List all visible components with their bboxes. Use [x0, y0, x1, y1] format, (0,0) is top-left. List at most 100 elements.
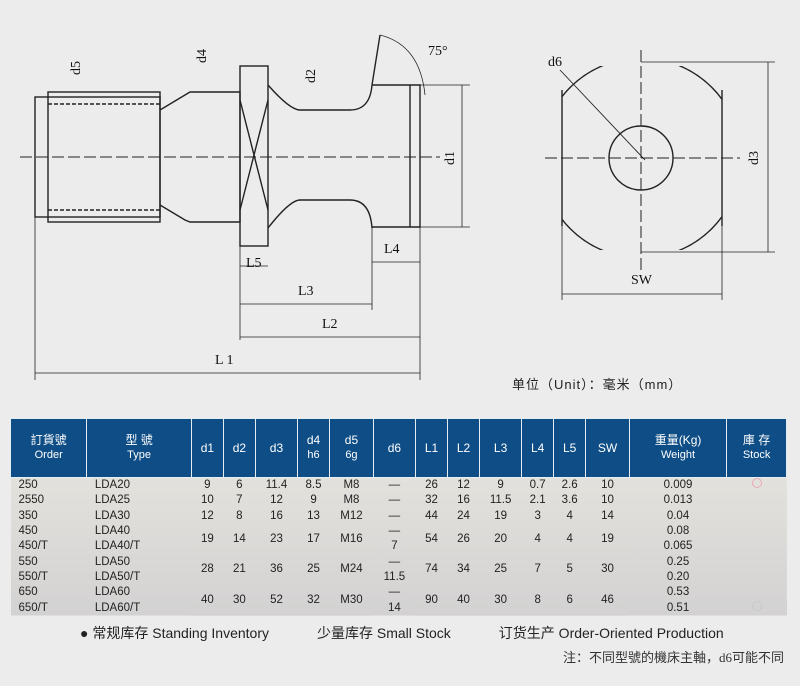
legend-small: 少量库存 Small Stock	[316, 625, 451, 641]
column-header: d2	[222, 418, 256, 478]
table-cell: LDA60/T	[94, 601, 141, 614]
column-header: d1	[190, 418, 224, 478]
table-cell: 23	[270, 532, 283, 545]
table-cell	[727, 600, 787, 615]
header-text: Stock	[742, 449, 771, 461]
table-cell: 550/T	[18, 570, 48, 583]
label-L4: L4	[384, 242, 400, 257]
table-cell: 25	[494, 563, 507, 576]
header-text: 型 號	[125, 433, 153, 447]
table-cell: 4	[566, 532, 573, 545]
table-cell: LDA40	[94, 525, 131, 538]
table-cell: 450	[18, 525, 38, 538]
label-L1: L 1	[215, 353, 234, 368]
table-cell: 550	[18, 555, 38, 568]
column-header: L2	[446, 418, 481, 478]
table-cell: 5	[566, 563, 573, 576]
header-text: h6	[307, 449, 320, 461]
table-cell: 40	[457, 593, 470, 606]
table-cell	[727, 585, 787, 600]
column-header: L3	[479, 418, 523, 478]
table-cell: 0.009	[663, 479, 693, 492]
table-cell: 2.6	[561, 479, 578, 492]
table-cell: LDA50/T	[94, 570, 141, 583]
label-L3: L3	[298, 284, 314, 299]
table-cell: 30	[601, 563, 614, 576]
table-cell: 4	[566, 509, 573, 522]
table-cell: LDA40/T	[94, 540, 141, 553]
table-cell: —	[388, 479, 401, 492]
table-cell: 25	[307, 563, 320, 576]
footnote: 注：不同型號的機床主軸，d6可能不同	[562, 650, 784, 665]
table-cell: —	[388, 494, 401, 507]
table-cell: 4	[534, 532, 541, 545]
table-cell: 3	[534, 509, 541, 522]
unit-note: 单位（Unit）：毫米（mm）	[512, 377, 683, 392]
table-cell	[727, 478, 787, 494]
table-cell: 54	[425, 532, 438, 545]
table-cell: 650/T	[18, 601, 48, 614]
table-cell: 30	[232, 593, 246, 606]
table-cell: 26	[425, 479, 438, 492]
table-cell: 7	[534, 563, 541, 576]
header-text: 訂貨號	[30, 433, 67, 447]
end-view	[545, 50, 775, 300]
header-text: d2	[232, 440, 247, 455]
label-d5: d5	[69, 61, 84, 75]
table-cell	[727, 570, 787, 585]
table-cell	[727, 493, 787, 508]
table-cell: 14	[601, 509, 614, 522]
table-cell: 32	[425, 494, 438, 507]
table-cell: 0.013	[663, 494, 693, 507]
column-header: d6	[372, 418, 416, 478]
header-text: L1	[424, 440, 439, 455]
table-cell: 52	[270, 593, 283, 606]
table-cell: 0.065	[663, 540, 693, 553]
table-cell: —	[388, 509, 401, 522]
table-cell: 8.5	[305, 479, 322, 492]
header-text: L3	[493, 440, 508, 455]
column-header: 重量(Kg)Weight	[628, 418, 728, 478]
table-cell: 10	[200, 494, 214, 507]
table-cell: 650	[18, 586, 38, 599]
table-cell: 0.08	[666, 525, 690, 538]
table-cell: 12	[457, 479, 470, 492]
label-d6: d6	[548, 55, 562, 70]
table-cell: 6	[236, 479, 243, 492]
table-cell: 40	[200, 593, 214, 606]
legend-standing: ● 常规库存 Standing Inventory	[80, 625, 269, 641]
header-text: SW	[597, 440, 618, 455]
table-cell: M12	[340, 509, 363, 522]
label-d1: d1	[443, 151, 458, 165]
column-header: SW	[585, 418, 630, 478]
table-cell: M24	[340, 563, 363, 576]
table-cell: 46	[601, 593, 614, 606]
header-text: d6	[387, 440, 402, 455]
table-cell: 9	[204, 479, 211, 492]
table-cell: 16	[457, 494, 470, 507]
table-cell: 44	[425, 509, 438, 522]
header-text: d5	[344, 433, 359, 447]
table-cell: 0.53	[666, 586, 690, 599]
table-cell: 12	[270, 494, 283, 507]
table-cell: 36	[270, 563, 283, 576]
label-L5: L5	[246, 256, 262, 271]
table-cell	[727, 539, 787, 554]
table-cell: 30	[494, 593, 507, 606]
table-cell: 7	[236, 494, 243, 507]
table-cell: —	[388, 555, 401, 568]
column-header: L5	[553, 418, 587, 478]
stock-indicator-icon	[751, 600, 762, 611]
table-cell: 10	[601, 494, 614, 507]
table-cell: 9	[310, 494, 317, 507]
table-cell: 2.1	[529, 494, 546, 507]
table-cell: LDA30	[94, 509, 131, 522]
